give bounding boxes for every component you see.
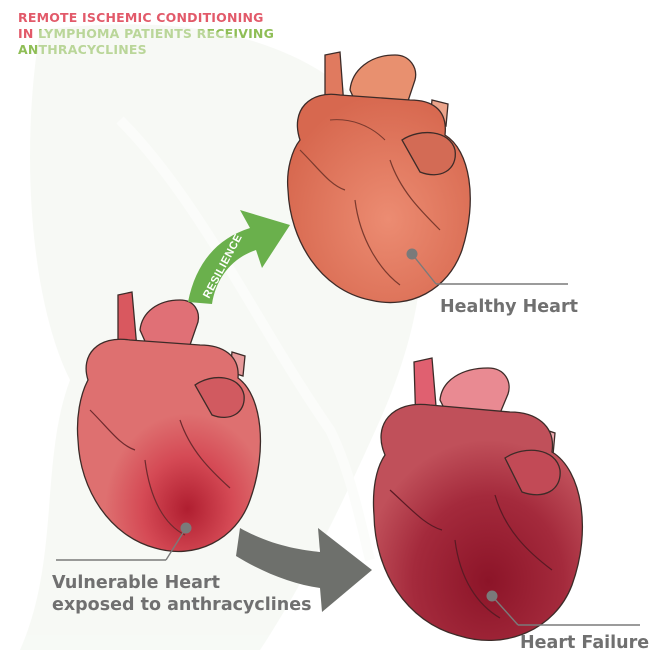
vulnerable-heart-label: Vulnerable Heart exposed to anthracyclin… xyxy=(52,572,312,616)
heart-failure-label: Heart Failure xyxy=(520,632,649,654)
healthy-heart-label: Healthy Heart xyxy=(440,296,578,318)
failing-heart-illustration xyxy=(373,358,582,640)
vulnerable-heart-label-line-1: Vulnerable Heart xyxy=(52,572,312,594)
vulnerable-heart-label-line-2: exposed to anthracyclines xyxy=(52,594,312,616)
